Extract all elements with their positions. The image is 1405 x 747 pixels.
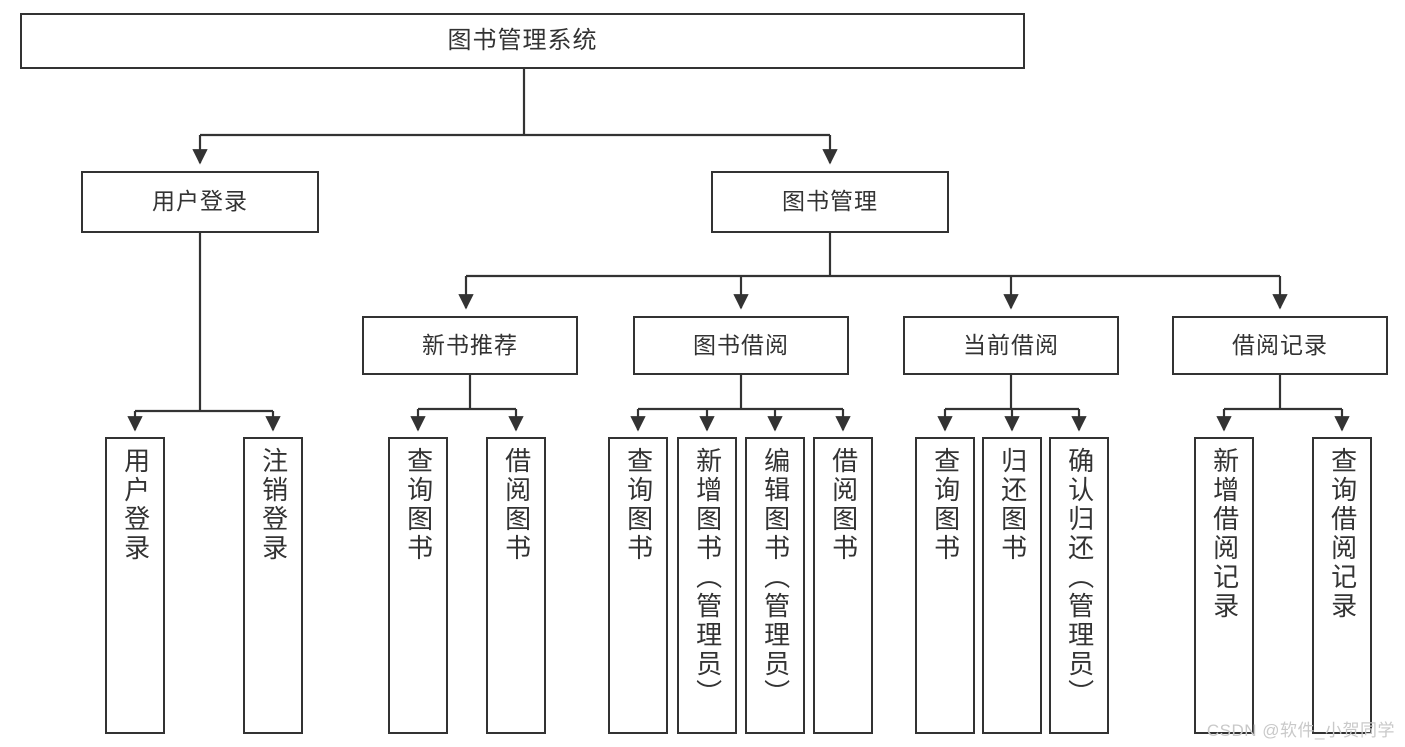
node-leaf-query-book-2-label: 查询图书 bbox=[623, 447, 654, 563]
node-borrow-record-label: 借阅记录 bbox=[1232, 331, 1328, 358]
node-user-login-label: 用户登录 bbox=[152, 188, 248, 215]
node-leaf-confirm-return-label: 确认归还（管理员） bbox=[1064, 447, 1095, 708]
node-new-book-rec[interactable]: 新书推荐 bbox=[362, 316, 578, 375]
node-current-borrow-label: 当前借阅 bbox=[963, 331, 1059, 358]
node-book-borrow-label: 图书借阅 bbox=[693, 331, 789, 358]
node-leaf-add-record-label: 新增借阅记录 bbox=[1209, 447, 1240, 621]
node-root[interactable]: 图书管理系统 bbox=[20, 13, 1025, 69]
node-leaf-query-record-label: 查询借阅记录 bbox=[1327, 447, 1358, 621]
node-leaf-user-login[interactable]: 用户登录 bbox=[105, 437, 165, 734]
node-leaf-edit-book[interactable]: 编辑图书（管理员） bbox=[745, 437, 805, 734]
node-leaf-query-record[interactable]: 查询借阅记录 bbox=[1312, 437, 1372, 734]
node-borrow-record[interactable]: 借阅记录 bbox=[1172, 316, 1388, 375]
node-leaf-query-book-3-label: 查询图书 bbox=[930, 447, 961, 563]
node-leaf-logout-label: 注销登录 bbox=[258, 447, 289, 563]
node-leaf-borrow-book-1[interactable]: 借阅图书 bbox=[486, 437, 546, 734]
node-user-login[interactable]: 用户登录 bbox=[81, 171, 319, 233]
node-leaf-add-record[interactable]: 新增借阅记录 bbox=[1194, 437, 1254, 734]
node-leaf-add-book[interactable]: 新增图书（管理员） bbox=[677, 437, 737, 734]
node-leaf-borrow-book-2-label: 借阅图书 bbox=[828, 447, 859, 563]
node-leaf-confirm-return[interactable]: 确认归还（管理员） bbox=[1049, 437, 1109, 734]
node-leaf-user-login-label: 用户登录 bbox=[120, 447, 151, 563]
node-book-manage-label: 图书管理 bbox=[782, 188, 878, 215]
node-root-label: 图书管理系统 bbox=[447, 26, 598, 54]
node-book-borrow[interactable]: 图书借阅 bbox=[633, 316, 849, 375]
node-leaf-query-book-1-label: 查询图书 bbox=[403, 447, 434, 563]
node-leaf-add-book-label: 新增图书（管理员） bbox=[692, 447, 723, 708]
node-new-book-rec-label: 新书推荐 bbox=[422, 331, 518, 358]
node-leaf-edit-book-label: 编辑图书（管理员） bbox=[760, 447, 791, 708]
node-leaf-query-book-1[interactable]: 查询图书 bbox=[388, 437, 448, 734]
node-leaf-logout[interactable]: 注销登录 bbox=[243, 437, 303, 734]
csdn-watermark: CSDN @软件_小贺同学 bbox=[1206, 721, 1395, 740]
node-leaf-query-book-2[interactable]: 查询图书 bbox=[608, 437, 668, 734]
node-leaf-return-book[interactable]: 归还图书 bbox=[982, 437, 1042, 734]
node-leaf-query-book-3[interactable]: 查询图书 bbox=[915, 437, 975, 734]
node-leaf-return-book-label: 归还图书 bbox=[997, 447, 1028, 563]
node-current-borrow[interactable]: 当前借阅 bbox=[903, 316, 1119, 375]
node-leaf-borrow-book-2[interactable]: 借阅图书 bbox=[813, 437, 873, 734]
node-leaf-borrow-book-1-label: 借阅图书 bbox=[501, 447, 532, 563]
node-book-manage[interactable]: 图书管理 bbox=[711, 171, 949, 233]
